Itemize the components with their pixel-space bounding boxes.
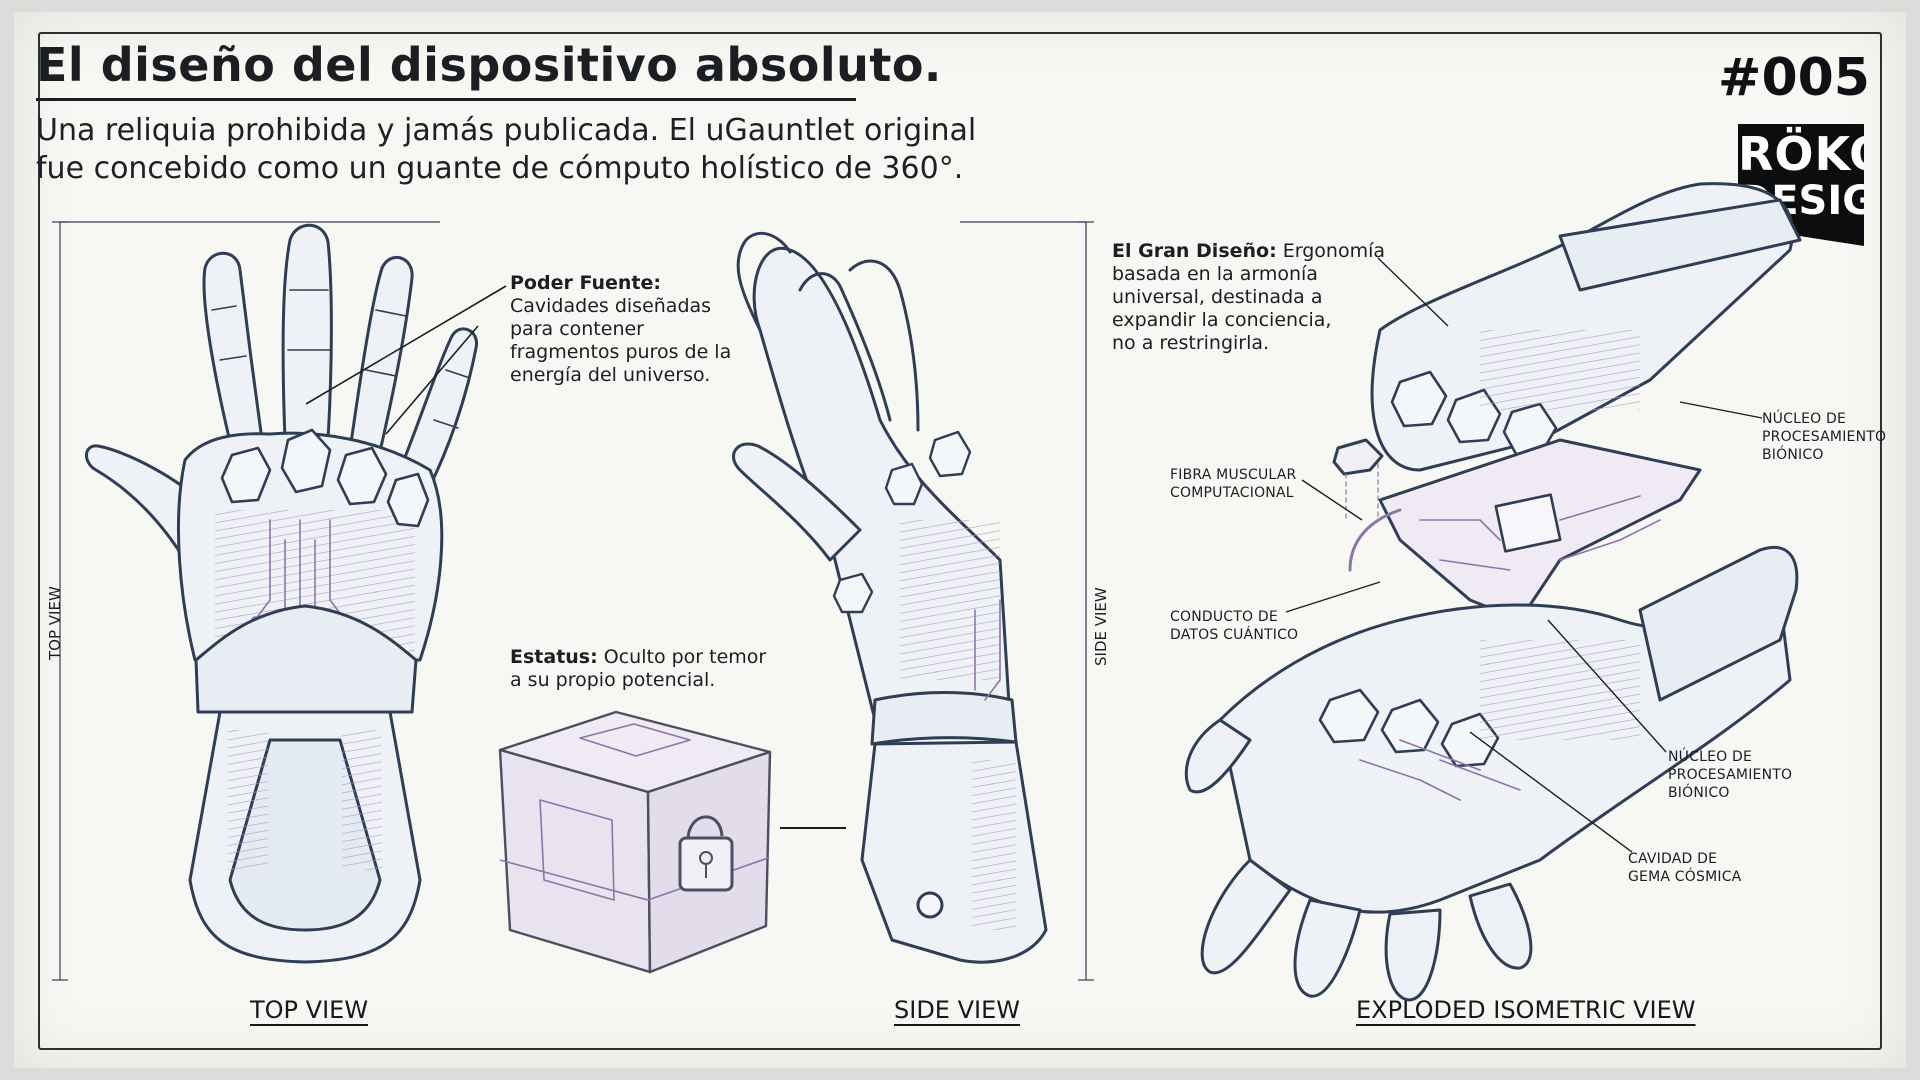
top-view-label: TOP VIEW — [250, 996, 369, 1024]
gran-diseno-line-1: Ergonomía — [1282, 240, 1386, 262]
callout-nucleo-mid-line-2: procesamiento — [1668, 767, 1793, 783]
top-view-gauntlet — [85, 223, 478, 964]
callout-nucleo-mid-line-1: Núcleo de — [1668, 749, 1753, 765]
poder-fuente-line-3: fragmentos puros de la — [510, 341, 732, 363]
callout-nucleo-top: Núcleo de procesamiento biónico — [1762, 410, 1886, 464]
callout-cavidad-line-2: gema cósmica — [1628, 869, 1742, 885]
callout-conducto-line-1: Conducto de — [1170, 609, 1278, 625]
exploded-callout-leaders — [1285, 257, 1763, 853]
gran-diseno-line-5: no a restringirla. — [1112, 332, 1270, 354]
callout-fibra: Fibra muscular computacional — [1170, 466, 1296, 502]
gran-diseno-line-2: basada en la armonía — [1112, 263, 1318, 285]
poder-fuente-title: Poder Fuente: — [510, 272, 661, 294]
subtitle-line-2: fue concebido como un guante de cómputo … — [36, 151, 964, 186]
logo-line-1: RÖKO — [1738, 127, 1890, 181]
drawing-frame — [38, 32, 1882, 1050]
gran-diseno-line-4: expandir la conciencia, — [1112, 309, 1332, 331]
callout-nucleo-top-line-1: Núcleo de — [1762, 411, 1847, 427]
estatus-line-2: a su propio potencial. — [510, 669, 716, 691]
callout-conducto-line-2: datos cuántico — [1170, 627, 1299, 643]
issue-number: #005 — [1717, 48, 1870, 108]
callout-nucleo-mid: Núcleo de procesamiento biónico — [1668, 748, 1792, 802]
title-underline — [36, 98, 856, 101]
estatus-note: Estatus: Oculto por temor a su propio po… — [510, 646, 790, 692]
exploded-view-label: EXPLODED ISOMETRIC VIEW — [1356, 996, 1696, 1024]
callout-nucleo-mid-line-3: biónico — [1668, 785, 1730, 801]
top-view-vertical-label: TOP VIEW — [46, 586, 64, 660]
poder-fuente-leaders — [305, 285, 507, 435]
gran-diseno-title: El Gran Diseño: — [1112, 240, 1277, 262]
page-subtitle: Una reliquia prohibida y jamás publicada… — [36, 112, 996, 188]
side-view-label: SIDE VIEW — [894, 996, 1020, 1024]
callout-cavidad-line-1: Cavidad de — [1628, 851, 1718, 867]
callout-nucleo-top-line-3: biónico — [1762, 447, 1824, 463]
page-title: El diseño del dispositivo absoluto. — [36, 38, 942, 92]
poder-fuente-line-1: Cavidades diseñadas — [510, 295, 712, 317]
estatus-line-1: Oculto por temor — [603, 646, 767, 668]
exploded-isometric-gauntlet — [1184, 182, 1802, 1002]
callout-fibra-line-2: computacional — [1170, 485, 1294, 501]
estatus-title: Estatus: — [510, 646, 598, 668]
callout-nucleo-top-line-2: procesamiento — [1762, 429, 1887, 445]
side-view-dimension-lines — [960, 221, 1094, 981]
poder-fuente-line-2: para contener — [510, 318, 644, 340]
locked-cube — [498, 710, 772, 974]
poder-fuente-note: Poder Fuente: Cavidades diseñadas para c… — [510, 272, 760, 387]
gran-diseno-line-3: universal, destinada a — [1112, 286, 1323, 308]
side-view-vertical-label: SIDE VIEW — [1092, 587, 1110, 666]
poder-fuente-line-4: energía del universo. — [510, 364, 711, 386]
callout-conducto: Conducto de datos cuántico — [1170, 608, 1298, 644]
gran-diseno-note: El Gran Diseño: Ergonomía basada en la a… — [1112, 240, 1392, 355]
top-view-dimension-lines — [52, 221, 440, 981]
side-view-gauntlet — [732, 231, 1048, 964]
subtitle-line-1: Una reliquia prohibida y jamás publicada… — [36, 113, 977, 148]
callout-fibra-line-1: Fibra muscular — [1170, 467, 1297, 483]
callout-cavidad: Cavidad de gema cósmica — [1628, 850, 1741, 886]
